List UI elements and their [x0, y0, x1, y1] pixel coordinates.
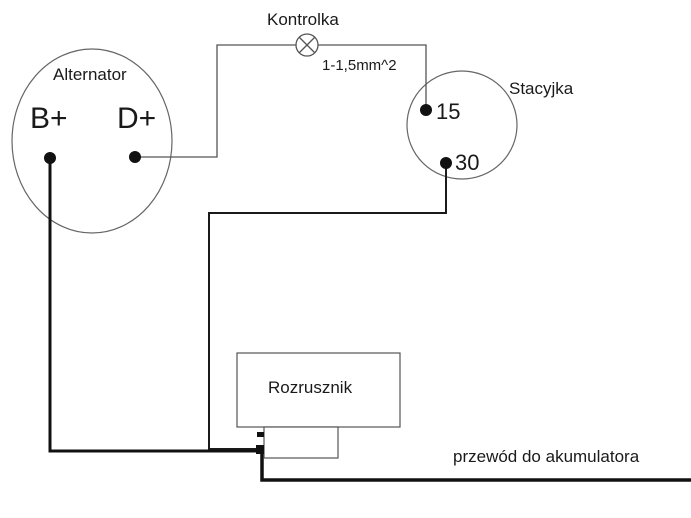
- ignition-switch-title: Stacyjka: [509, 79, 574, 98]
- ignition-terminal-30-label: 30: [455, 150, 479, 175]
- alternator-title: Alternator: [53, 65, 127, 84]
- terminal-30-dot: [440, 157, 452, 169]
- b-plus-main-cable: [48, 158, 262, 453]
- terminal-d-plus-dot: [129, 151, 141, 163]
- lamp-to-ignition-wire: [318, 44, 427, 110]
- battery-cable: [260, 451, 691, 482]
- battery-cable-label: przewód do akumulatora: [453, 447, 640, 466]
- starter-body: [236, 352, 401, 428]
- alternator-terminal-d-label: D+: [117, 102, 156, 135]
- charge-lamp-wire: [135, 44, 296, 158]
- starter-terminal-small: [257, 432, 264, 437]
- alternator-terminal-b-label: B+: [30, 102, 68, 135]
- starter-terminal-main: [256, 445, 264, 454]
- ignition-switch-body: [406, 70, 518, 180]
- warning-lamp-label: Kontrolka: [267, 10, 339, 29]
- wire-spec-label: 1-1,5mm^2: [322, 57, 397, 74]
- ignition-terminal-15-label: 15: [436, 99, 460, 124]
- starter-solenoid: [263, 426, 339, 459]
- warning-lamp-icon: [295, 33, 319, 57]
- terminal-15-dot: [420, 104, 432, 116]
- starter-label: Rozrusznik: [268, 378, 353, 397]
- ignition-30-to-starter-wire: [208, 163, 447, 450]
- terminal-b-plus-dot: [44, 152, 56, 164]
- alternator-body: [11, 48, 173, 234]
